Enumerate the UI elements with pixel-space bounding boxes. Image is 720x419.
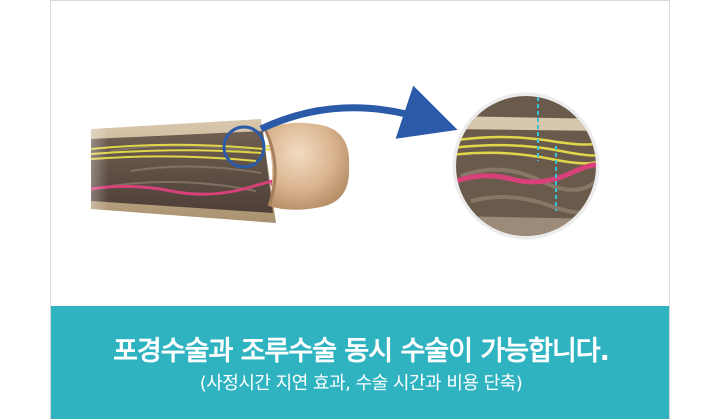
content-frame: 포경수술과 조루수술 동시 수술이 가능합니다. (사정시간 지연 효과, 수술… bbox=[50, 0, 670, 419]
shaft-illustration bbox=[51, 111, 297, 231]
highlight-circle bbox=[222, 125, 266, 169]
zoom-detail bbox=[452, 92, 600, 240]
zoom-arrow bbox=[259, 85, 458, 139]
banner-subline: (사정시간 지연 효과, 수술 시간과 비용 단축) bbox=[199, 373, 523, 394]
banner-headline: 포경수술과 조루수술 동시 수술이 가능합니다. bbox=[113, 336, 610, 367]
info-banner: 포경수술과 조루수술 동시 수술이 가능합니다. (사정시간 지연 효과, 수술… bbox=[51, 306, 669, 419]
anatomy-illustration bbox=[51, 85, 600, 240]
glans-illustration bbox=[263, 122, 350, 210]
